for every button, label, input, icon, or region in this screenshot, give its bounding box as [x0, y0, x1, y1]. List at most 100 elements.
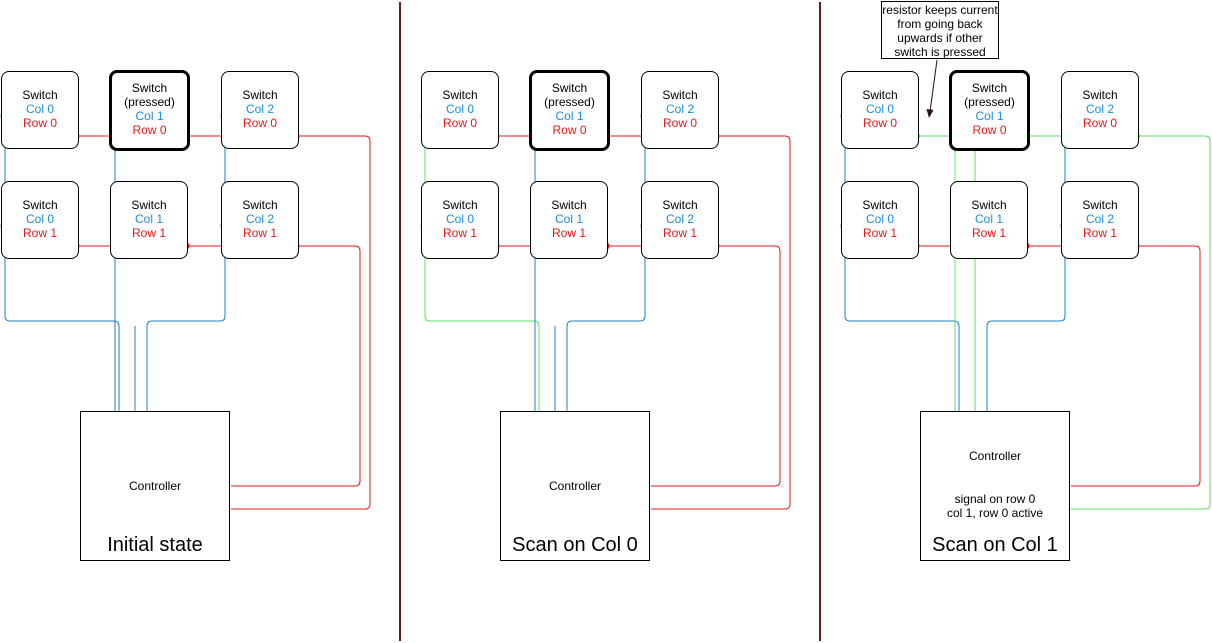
column-label: Col 1	[134, 212, 163, 226]
column-wire	[566, 116, 646, 411]
column-label: Col 1	[974, 212, 1003, 226]
row-label: Row 1	[551, 226, 586, 240]
row-wire	[495, 245, 781, 487]
switch-label: Switch	[862, 88, 898, 102]
row-label: Row 1	[971, 226, 1006, 240]
row-label: Row 0	[972, 123, 1007, 137]
column-label: Col 2	[1085, 212, 1114, 226]
column-wire	[424, 116, 540, 411]
column-label: Col 0	[445, 102, 474, 116]
panel-divider-2	[819, 2, 821, 641]
row-label: Row 1	[131, 226, 166, 240]
panel-title: Initial state	[107, 534, 203, 556]
switch-label: Switch	[442, 198, 478, 212]
row-label: Row 0	[132, 123, 167, 137]
column-label: Col 0	[865, 102, 894, 116]
switch-label: Switch	[131, 198, 167, 212]
annotation-arrowhead	[926, 109, 934, 118]
column-label: Col 0	[865, 212, 894, 226]
column-wire	[146, 116, 226, 411]
switch-label: Switch	[131, 81, 168, 95]
panel-divider-1	[399, 2, 401, 641]
switch-label: Switch	[1082, 88, 1118, 102]
column-label: Col 2	[665, 102, 694, 116]
row-label: Row 1	[22, 226, 57, 240]
annotation-arrow	[929, 59, 938, 113]
column-wire	[986, 116, 1066, 411]
annotation-line: from going back	[897, 17, 983, 31]
switch-label: (pressed)	[124, 95, 175, 109]
column-label: Col 2	[1085, 102, 1114, 116]
controller-label: Controller	[548, 479, 602, 493]
column-label: Col 2	[245, 212, 274, 226]
switch-label: Switch	[551, 81, 588, 95]
switch-label: (pressed)	[544, 95, 595, 109]
switch-label: Switch	[971, 198, 1007, 212]
row-label: Row 1	[862, 226, 897, 240]
switch-label: Switch	[662, 198, 698, 212]
row-wire	[75, 135, 371, 510]
column-label: Col 0	[445, 212, 474, 226]
row-label: Row 1	[662, 226, 697, 240]
column-label: Col 1	[135, 109, 164, 123]
annotation-line: upwards if other	[897, 31, 983, 45]
switch-label: Switch	[242, 198, 278, 212]
annotation-line: switch is pressed	[894, 45, 986, 59]
column-label: Col 0	[25, 102, 54, 116]
column-label: Col 0	[25, 212, 54, 226]
annotation-line: resistor keeps current	[882, 3, 998, 17]
row-label: Row 1	[242, 226, 277, 240]
signal-status: signal on row 0	[954, 492, 1036, 506]
row-label: Row 0	[442, 116, 477, 130]
column-label: Col 1	[975, 109, 1004, 123]
row-label: Row 1	[1082, 226, 1117, 240]
row-wire	[495, 135, 791, 510]
switch-label: Switch	[662, 88, 698, 102]
row-label: Row 0	[1082, 116, 1117, 130]
row-wire	[915, 245, 1201, 487]
panel-title: Scan on Col 1	[932, 534, 1058, 556]
row-label: Row 0	[552, 123, 587, 137]
column-wire	[4, 116, 120, 411]
column-label: Col 1	[555, 109, 584, 123]
controller-label: Controller	[128, 479, 182, 493]
resistor-annotation: resistor keeps current from going back u…	[881, 1, 999, 59]
row-label: Row 0	[862, 116, 897, 130]
switch-label: Switch	[862, 198, 898, 212]
switch-label: Switch	[1082, 198, 1118, 212]
switch-label: Switch	[971, 81, 1008, 95]
switch-label: Switch	[551, 198, 587, 212]
row-label: Row 0	[22, 116, 57, 130]
controller-label: Controller	[968, 449, 1022, 463]
switch-label: Switch	[22, 88, 58, 102]
column-label: Col 1	[554, 212, 583, 226]
column-label: Col 2	[245, 102, 274, 116]
row-label: Row 1	[442, 226, 477, 240]
panel-title: Scan on Col 0	[512, 534, 638, 556]
row-wire	[75, 245, 361, 487]
column-wire	[844, 116, 960, 411]
signal-status: col 1, row 0 active	[946, 506, 1044, 520]
row-label: Row 0	[242, 116, 277, 130]
switch-label: (pressed)	[964, 95, 1015, 109]
